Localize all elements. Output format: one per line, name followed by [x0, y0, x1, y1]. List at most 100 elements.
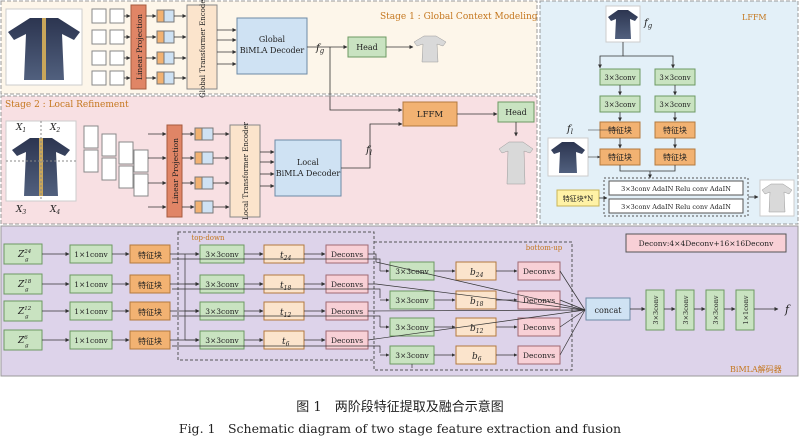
stage2-lffm-label: LFFM: [417, 110, 443, 120]
svg-text:1×1conv: 1×1conv: [74, 336, 108, 345]
lffm-input-fg: fg: [643, 18, 653, 30]
lffm-input-fl-image: [547, 137, 589, 177]
stage2-title: Stage 2 : Local Refinement: [5, 100, 129, 110]
figure-caption-en: Fig. 1 Schematic diagram of two stage fe…: [178, 421, 622, 436]
svg-text:3×3conv: 3×3conv: [395, 323, 429, 332]
stage2-crop-tiles: [83, 125, 149, 197]
stage2-linear-projection-label: Linear Projection: [171, 138, 180, 204]
lffm-repeat-label: 特征块*N: [563, 194, 594, 203]
stage1-encoder: [186, 4, 218, 90]
stage2-decoder-line1: Local: [297, 158, 319, 167]
svg-text:特征块: 特征块: [138, 250, 162, 260]
stage1-title: Stage 1 : Global Context Modeling: [380, 12, 538, 22]
svg-text:1×1conv: 1×1conv: [74, 307, 108, 316]
svg-text:g: g: [25, 343, 29, 349]
stage2-output-image: [498, 141, 534, 185]
bimla-legend: Deconv:4×4Deconv+16×16Deconv: [639, 239, 774, 248]
svg-text:3×3conv: 3×3conv: [205, 336, 239, 345]
svg-text:1×1conv: 1×1conv: [742, 295, 750, 324]
stage2-decoder-line2: BiMLA Decoder: [276, 169, 341, 178]
stage1-decoder-line1: Global: [259, 35, 286, 44]
bimla-panel-title: BiMLA解码器: [730, 364, 782, 374]
svg-text:3×3conv: 3×3conv: [395, 267, 429, 276]
final-convs: 3×3conv 3×3conv 3×3conv 1×1conv: [630, 289, 779, 331]
crop-label-x4: X4: [49, 205, 60, 216]
bottom-up-rows: 3×3conv 3×3conv 3×3conv 3×3conv b24 b18: [172, 258, 561, 368]
svg-text:特征块: 特征块: [138, 307, 162, 317]
svg-text:特征块: 特征块: [663, 152, 687, 162]
svg-text:t6: t6: [282, 337, 290, 348]
stage1-input-image: [5, 8, 83, 86]
stage2-output-fl: fl: [365, 145, 372, 157]
svg-text:3×3conv: 3×3conv: [659, 101, 690, 109]
svg-text:1×1conv: 1×1conv: [74, 250, 108, 259]
bottom-up-label: bottom-up: [526, 244, 563, 252]
crop-label-x2: X2: [49, 123, 60, 134]
svg-text:3×3conv: 3×3conv: [682, 295, 690, 324]
svg-text:特征块: 特征块: [663, 125, 687, 135]
svg-text:3×3conv: 3×3conv: [659, 74, 690, 82]
stage2-encoder-label: Local Transformer Encoder: [242, 121, 250, 220]
stage1-output-image: [413, 35, 447, 63]
svg-text:t18: t18: [280, 281, 291, 292]
svg-text:b6: b6: [472, 352, 482, 363]
top-down-label: top-down: [191, 234, 225, 242]
stage2-encoder: [229, 124, 261, 218]
svg-text:b12: b12: [470, 324, 484, 335]
svg-text:3×3conv: 3×3conv: [205, 250, 239, 259]
svg-text:3×3conv: 3×3conv: [652, 295, 660, 324]
lffm-fusion-row-2: [608, 198, 744, 214]
svg-text:g: g: [25, 257, 29, 263]
stage1-decoder-line2: BiMLA Decoder: [240, 46, 305, 55]
svg-text:g: g: [25, 287, 29, 293]
lffm-fusion-row-1: [608, 180, 744, 196]
lffm-output-image: [759, 179, 795, 217]
svg-text:特征块: 特征块: [138, 280, 162, 290]
svg-text:3×3conv: 3×3conv: [205, 307, 239, 316]
stage2-lffm: [402, 101, 458, 127]
svg-text:特征块: 特征块: [608, 152, 632, 162]
stage1-patches: [91, 8, 125, 86]
svg-text:g: g: [25, 314, 29, 320]
lffm-column-right: 3×3conv 3×3conv 特征块 特征块: [654, 68, 696, 166]
bimla-output-f: f: [784, 303, 791, 316]
bimla-row-12: Z12 g 1×1conv 特征块 3×3conv t12 Deconvs: [3, 300, 369, 322]
svg-text:Deconvs: Deconvs: [523, 323, 555, 332]
svg-text:Deconvs: Deconvs: [331, 307, 363, 316]
svg-text:Deconvs: Deconvs: [523, 296, 555, 305]
svg-text:t12: t12: [280, 308, 291, 319]
svg-text:Z18: Z18: [17, 279, 32, 290]
svg-text:b24: b24: [470, 268, 484, 279]
stage1-output-fg: fg: [315, 43, 325, 55]
crop-label-x1: X1: [15, 123, 26, 134]
svg-text:3×3conv: 3×3conv: [395, 351, 429, 360]
lffm-input-fg-image: [605, 5, 641, 43]
stage1-linear-projection: [130, 4, 147, 90]
svg-text:Deconvs: Deconvs: [331, 336, 363, 345]
concat-label: concat: [595, 306, 623, 315]
svg-text:3×3conv AdaIN Relu conv AdaIN: 3×3conv AdaIN Relu conv AdaIN: [621, 203, 731, 211]
stage1-tokens: [146, 9, 187, 85]
bimla-legend-box: [625, 233, 787, 253]
svg-text:3×3conv: 3×3conv: [205, 280, 239, 289]
svg-text:Z24: Z24: [17, 249, 32, 260]
svg-text:Deconvs: Deconvs: [331, 280, 363, 289]
svg-text:特征块: 特征块: [138, 336, 162, 346]
svg-text:3×3conv AdaIN Relu conv AdaIN: 3×3conv AdaIN Relu conv AdaIN: [621, 185, 731, 193]
stage2-linear-projection: [166, 124, 183, 218]
bimla-row-24: Z24 g 1×1conv 特征块 3×3conv t24 Deconvs: [3, 243, 369, 265]
svg-text:t24: t24: [280, 251, 291, 262]
lffm-panel-title: LFFM: [742, 13, 767, 22]
bimla-row-6: Z6 g 1×1conv 特征块 3×3conv t6 Deconvs: [3, 329, 369, 351]
stage2-decoder: [274, 139, 342, 197]
bottom-up-box: [373, 241, 573, 371]
svg-text:Deconvs: Deconvs: [523, 267, 555, 276]
svg-text:3×3conv: 3×3conv: [395, 296, 429, 305]
svg-text:Z6: Z6: [17, 335, 28, 346]
svg-text:3×3conv: 3×3conv: [712, 295, 720, 324]
lffm-input-fl: fl: [566, 124, 573, 136]
stage1-head-label: Head: [356, 43, 378, 52]
stage2-input-image: [5, 120, 77, 202]
figure-caption-cn: 图 1 两阶段特征提取及融合示意图: [296, 400, 504, 415]
svg-text:Deconvs: Deconvs: [523, 351, 555, 360]
